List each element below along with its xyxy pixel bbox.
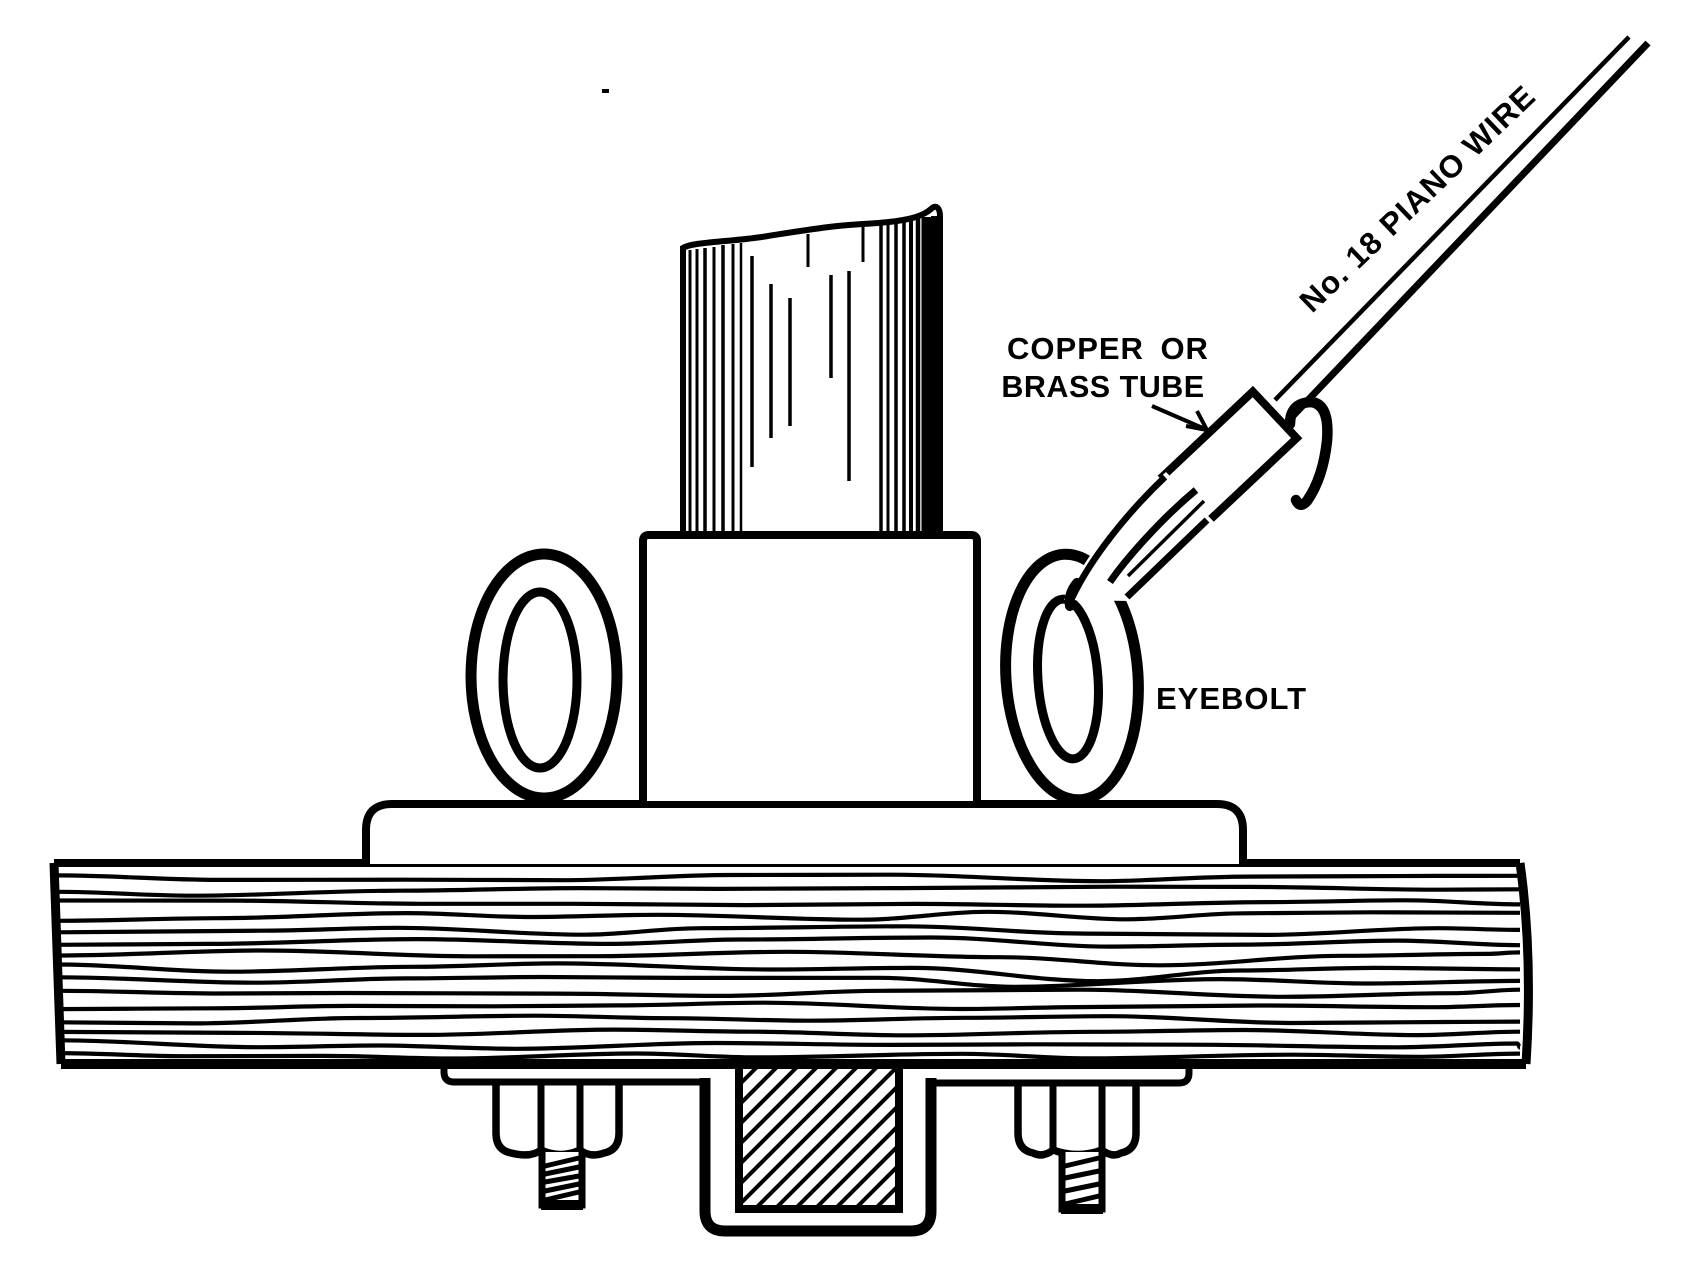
- svg-text:EYEBOLT: EYEBOLT: [1156, 681, 1307, 716]
- svg-text:BRASS TUBE: BRASS TUBE: [1001, 370, 1204, 404]
- svg-text:COPPER OR: COPPER OR: [1007, 331, 1209, 366]
